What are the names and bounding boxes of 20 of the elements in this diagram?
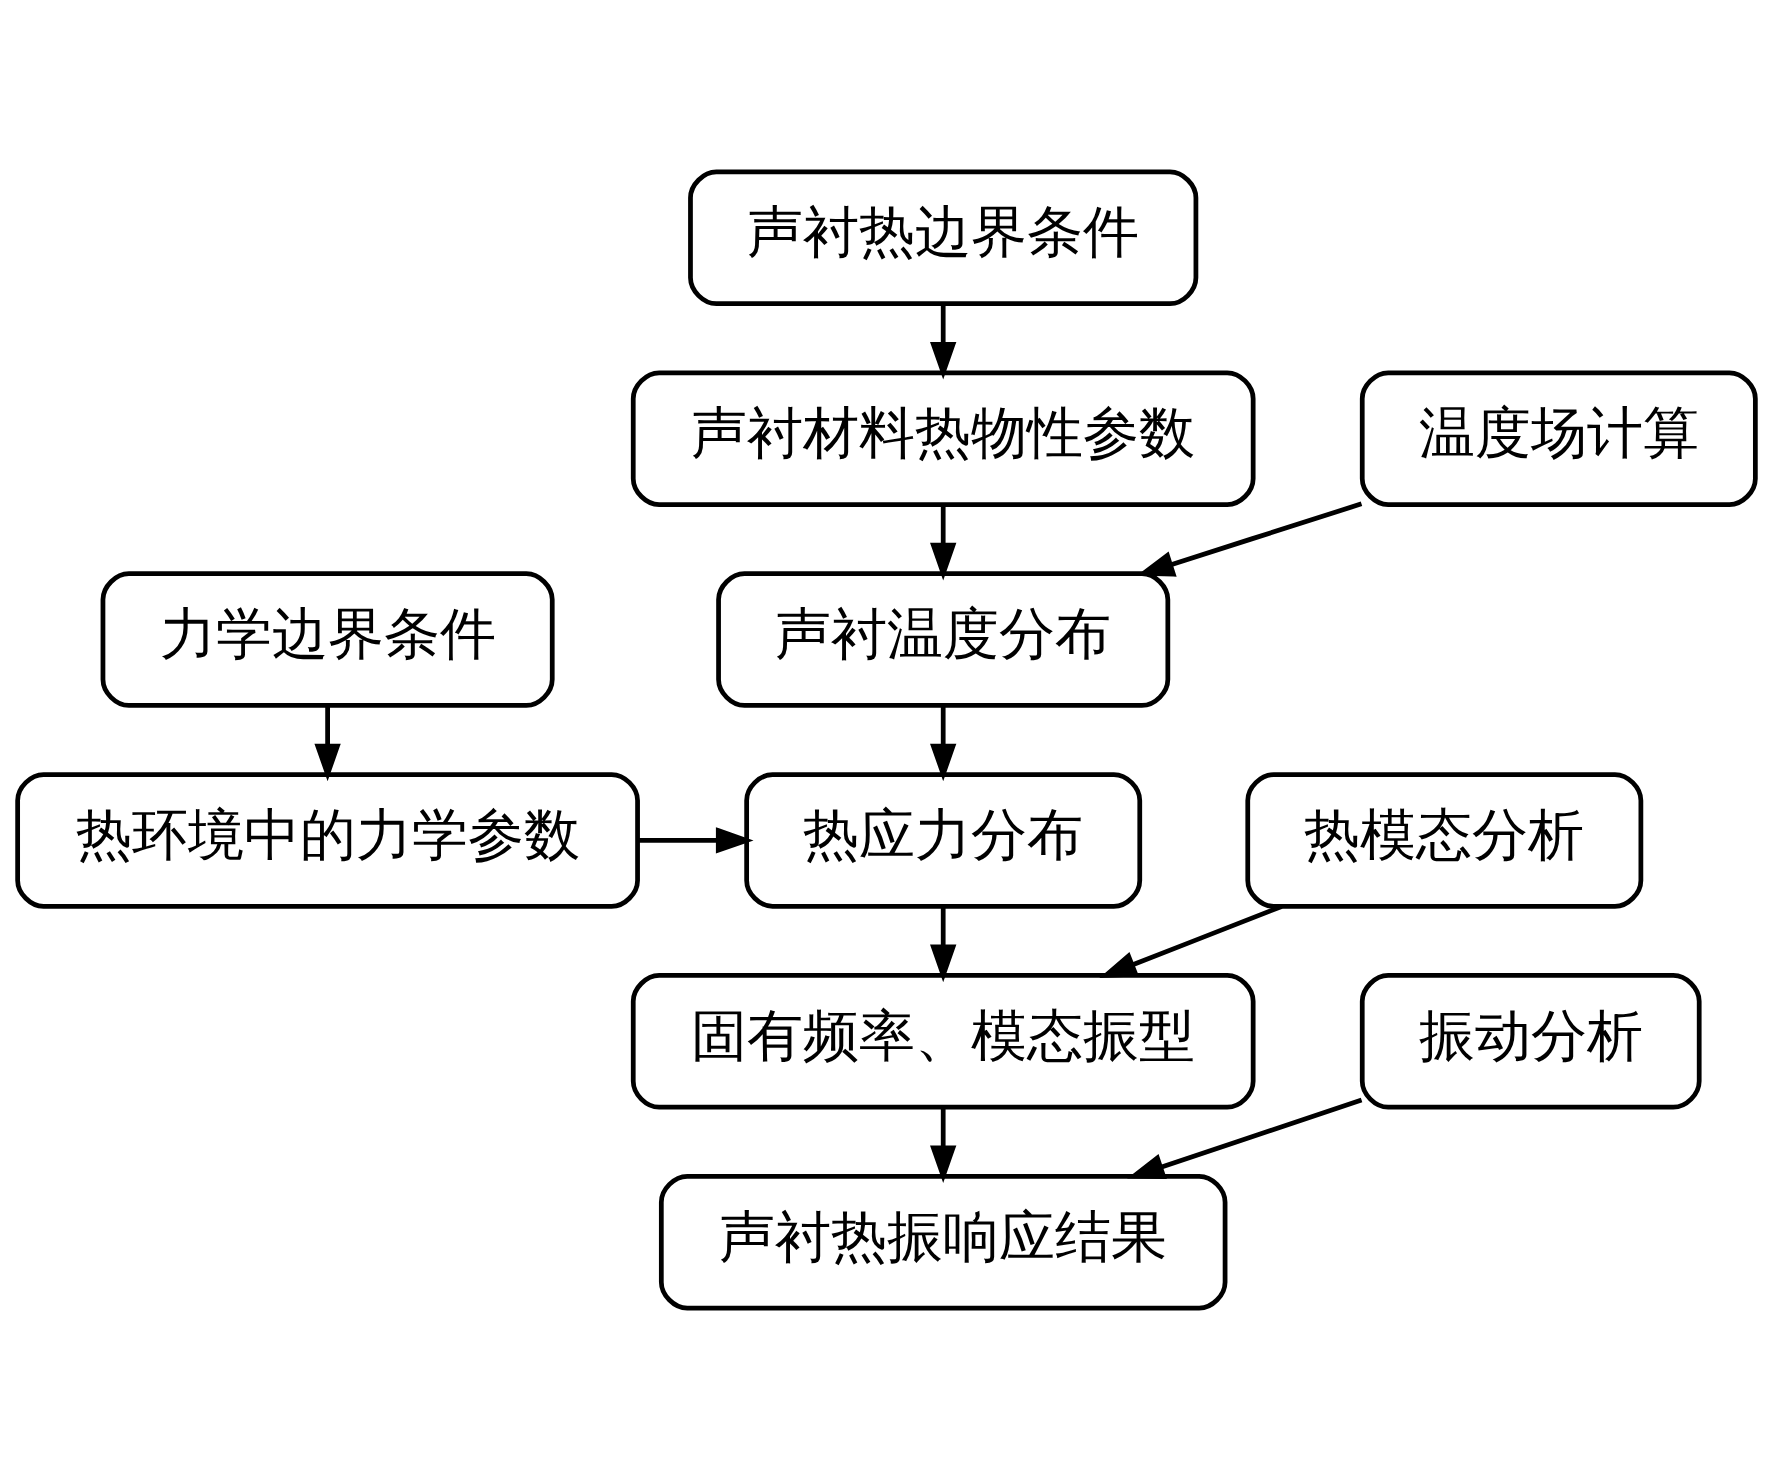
node-box: 声衬温度分布 — [715, 570, 1170, 708]
node-box: 固有频率、模态振型 — [630, 972, 1256, 1110]
node-box: 热应力分布 — [743, 771, 1142, 909]
arrow — [929, 303, 956, 380]
node-box: 温度场计算 — [1359, 369, 1758, 507]
node-box: 声衬热振响应结果 — [658, 1173, 1227, 1310]
node-box: 热模态分析 — [1244, 771, 1643, 909]
arrow — [637, 826, 754, 854]
node-box: 声衬材料热物性参数 — [630, 369, 1256, 507]
arrow — [313, 705, 341, 781]
arrow — [929, 504, 956, 580]
node-box: 热环境中的力学参数 — [14, 771, 640, 909]
node-box: 振动分析 — [1359, 972, 1702, 1110]
node-box: 力学边界条件 — [100, 570, 555, 708]
arrow — [1126, 1097, 1362, 1179]
arrow — [929, 905, 956, 982]
arrow — [1098, 903, 1282, 978]
arrow — [929, 1106, 956, 1183]
arrow — [929, 705, 956, 781]
node-box: 声衬热边界条件 — [687, 169, 1198, 306]
